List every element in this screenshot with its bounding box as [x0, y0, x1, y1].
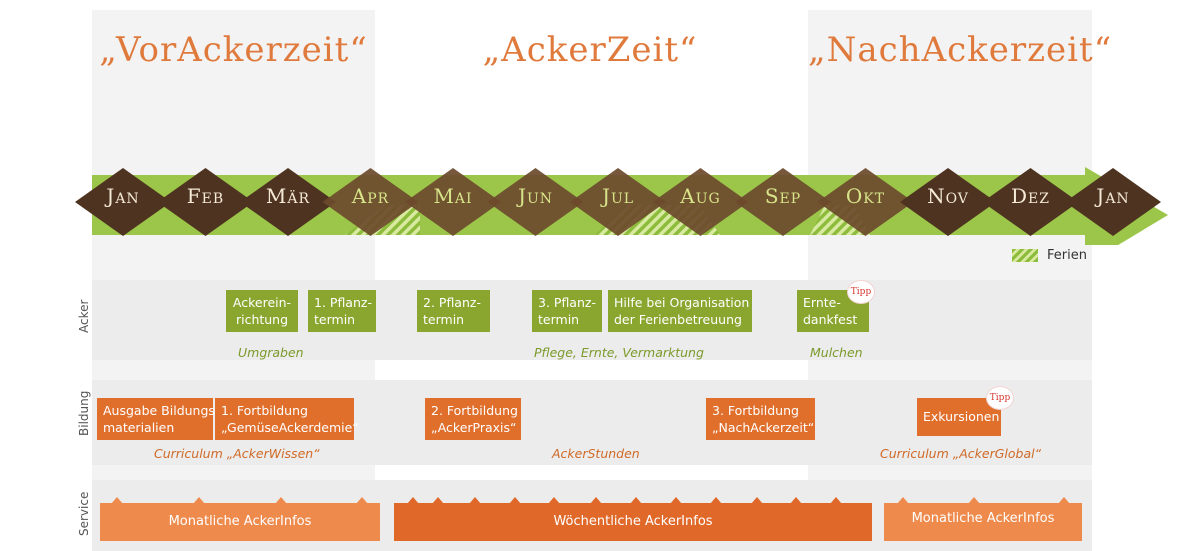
phase-title-nachackerzeit: „NachAckerzeit“: [808, 30, 1113, 70]
phase-title-vorackerzeit: „VorAckerzeit“: [99, 30, 368, 70]
month-diamond: [405, 168, 501, 236]
month-label: Aug: [680, 184, 721, 208]
row-label-bildung: Bildung: [77, 390, 91, 436]
month-diamond: [240, 168, 336, 236]
month-label: Mär: [265, 184, 311, 208]
service-tick: [790, 497, 802, 504]
bildung-box-exkursionen: Exkursionen: [917, 398, 1001, 436]
service-tick: [193, 497, 205, 504]
acker-box-ferienbetreuung: Hilfe bei Organisation der Ferienbetreuu…: [608, 290, 752, 332]
service-tick: [407, 497, 419, 504]
acker-tipp-badge: Tipp: [848, 281, 874, 303]
month-label: Jul: [601, 184, 635, 208]
service-bar-monatlich-2: Monatliche AckerInfos: [884, 503, 1082, 541]
bildung-box-fortbildung-1: 1. Fortbildung „GemüseAckerdemie“: [215, 398, 359, 440]
ferien-legend-swatch: [1012, 249, 1038, 262]
service-tick: [710, 497, 722, 504]
month-diamond: [75, 168, 171, 236]
acker-sub-umgraben: Umgraben: [238, 345, 304, 360]
row-label-service: Service: [77, 491, 91, 536]
month-diamond: [1065, 168, 1161, 236]
service-tick: [1058, 497, 1070, 504]
month-diamond: [487, 168, 584, 236]
bildung-box-fortbildung-3: 3. Fortbildung „NachAckerzeit“: [706, 398, 815, 440]
month-label: Apr: [351, 184, 390, 208]
service-tick: [590, 497, 602, 504]
acker-sub-pflege: Pflege, Ernte, Vermarktung: [534, 345, 704, 360]
acker-box-pflanztermin-2: 2. Pflanz- termin: [417, 290, 490, 332]
service-tick: [968, 497, 980, 504]
month-timeline: [75, 167, 1168, 245]
acker-sub-mulchen: Mulchen: [810, 345, 863, 360]
ferien-legend-label: Ferien: [1047, 248, 1087, 263]
service-tick: [275, 497, 287, 504]
month-label: Nov: [927, 184, 969, 208]
bildung-tipp-badge: Tipp: [987, 387, 1013, 409]
service-tick: [897, 497, 909, 504]
month-diamond: [570, 168, 666, 236]
service-tick: [111, 497, 123, 504]
bildung-box-fortbildung-2: 2. Fortbildung „AckerPraxis“: [425, 398, 521, 440]
acker-box-ackereinrichtung: Ackerein- richtung: [226, 290, 298, 332]
month-label: Feb: [186, 184, 225, 208]
service-tick: [670, 497, 682, 504]
month-diamond: [322, 168, 419, 236]
month-label: Jun: [517, 184, 554, 208]
month-label: Jan: [106, 184, 140, 208]
service-tick: [548, 497, 560, 504]
acker-box-pflanztermin-1: 1. Pflanz- termin: [308, 290, 376, 332]
month-label: Sep: [764, 184, 802, 208]
service-tick: [509, 497, 521, 504]
service-tick: [630, 497, 642, 504]
month-diamond: [817, 168, 914, 236]
month-diamond: [982, 168, 1079, 236]
month-label: Dez: [1011, 184, 1050, 208]
month-diamond: [900, 168, 996, 236]
service-tick: [830, 497, 842, 504]
bildung-sub-ackerstunden: AckerStunden: [552, 446, 640, 461]
bildung-sub-ackerglobal: Curriculum „AckerGlobal“: [880, 446, 1042, 461]
acker-box-pflanztermin-3: 3. Pflanz- termin: [532, 290, 602, 332]
bildung-box-materialien: Ausgabe Bildungs- materialien: [97, 398, 219, 440]
month-diamond: [735, 168, 831, 236]
month-label: Jan: [1096, 184, 1130, 208]
service-tick: [432, 497, 444, 504]
service-tick: [469, 497, 481, 504]
service-bar-monatlich-1: Monatliche AckerInfos: [100, 503, 380, 541]
service-tick: [356, 497, 368, 504]
service-bar-woechentlich: Wöchentliche AckerInfos: [394, 503, 872, 541]
month-label: Mai: [433, 184, 473, 208]
service-tick: [751, 497, 763, 504]
month-label: Okt: [845, 184, 886, 208]
row-label-acker: Acker: [77, 299, 91, 333]
phase-title-ackerzeit: „AckerZeit“: [482, 30, 698, 70]
month-diamond: [157, 168, 254, 236]
month-diamond: [652, 168, 749, 236]
bildung-sub-ackerwissen: Curriculum „AckerWissen“: [154, 446, 320, 461]
